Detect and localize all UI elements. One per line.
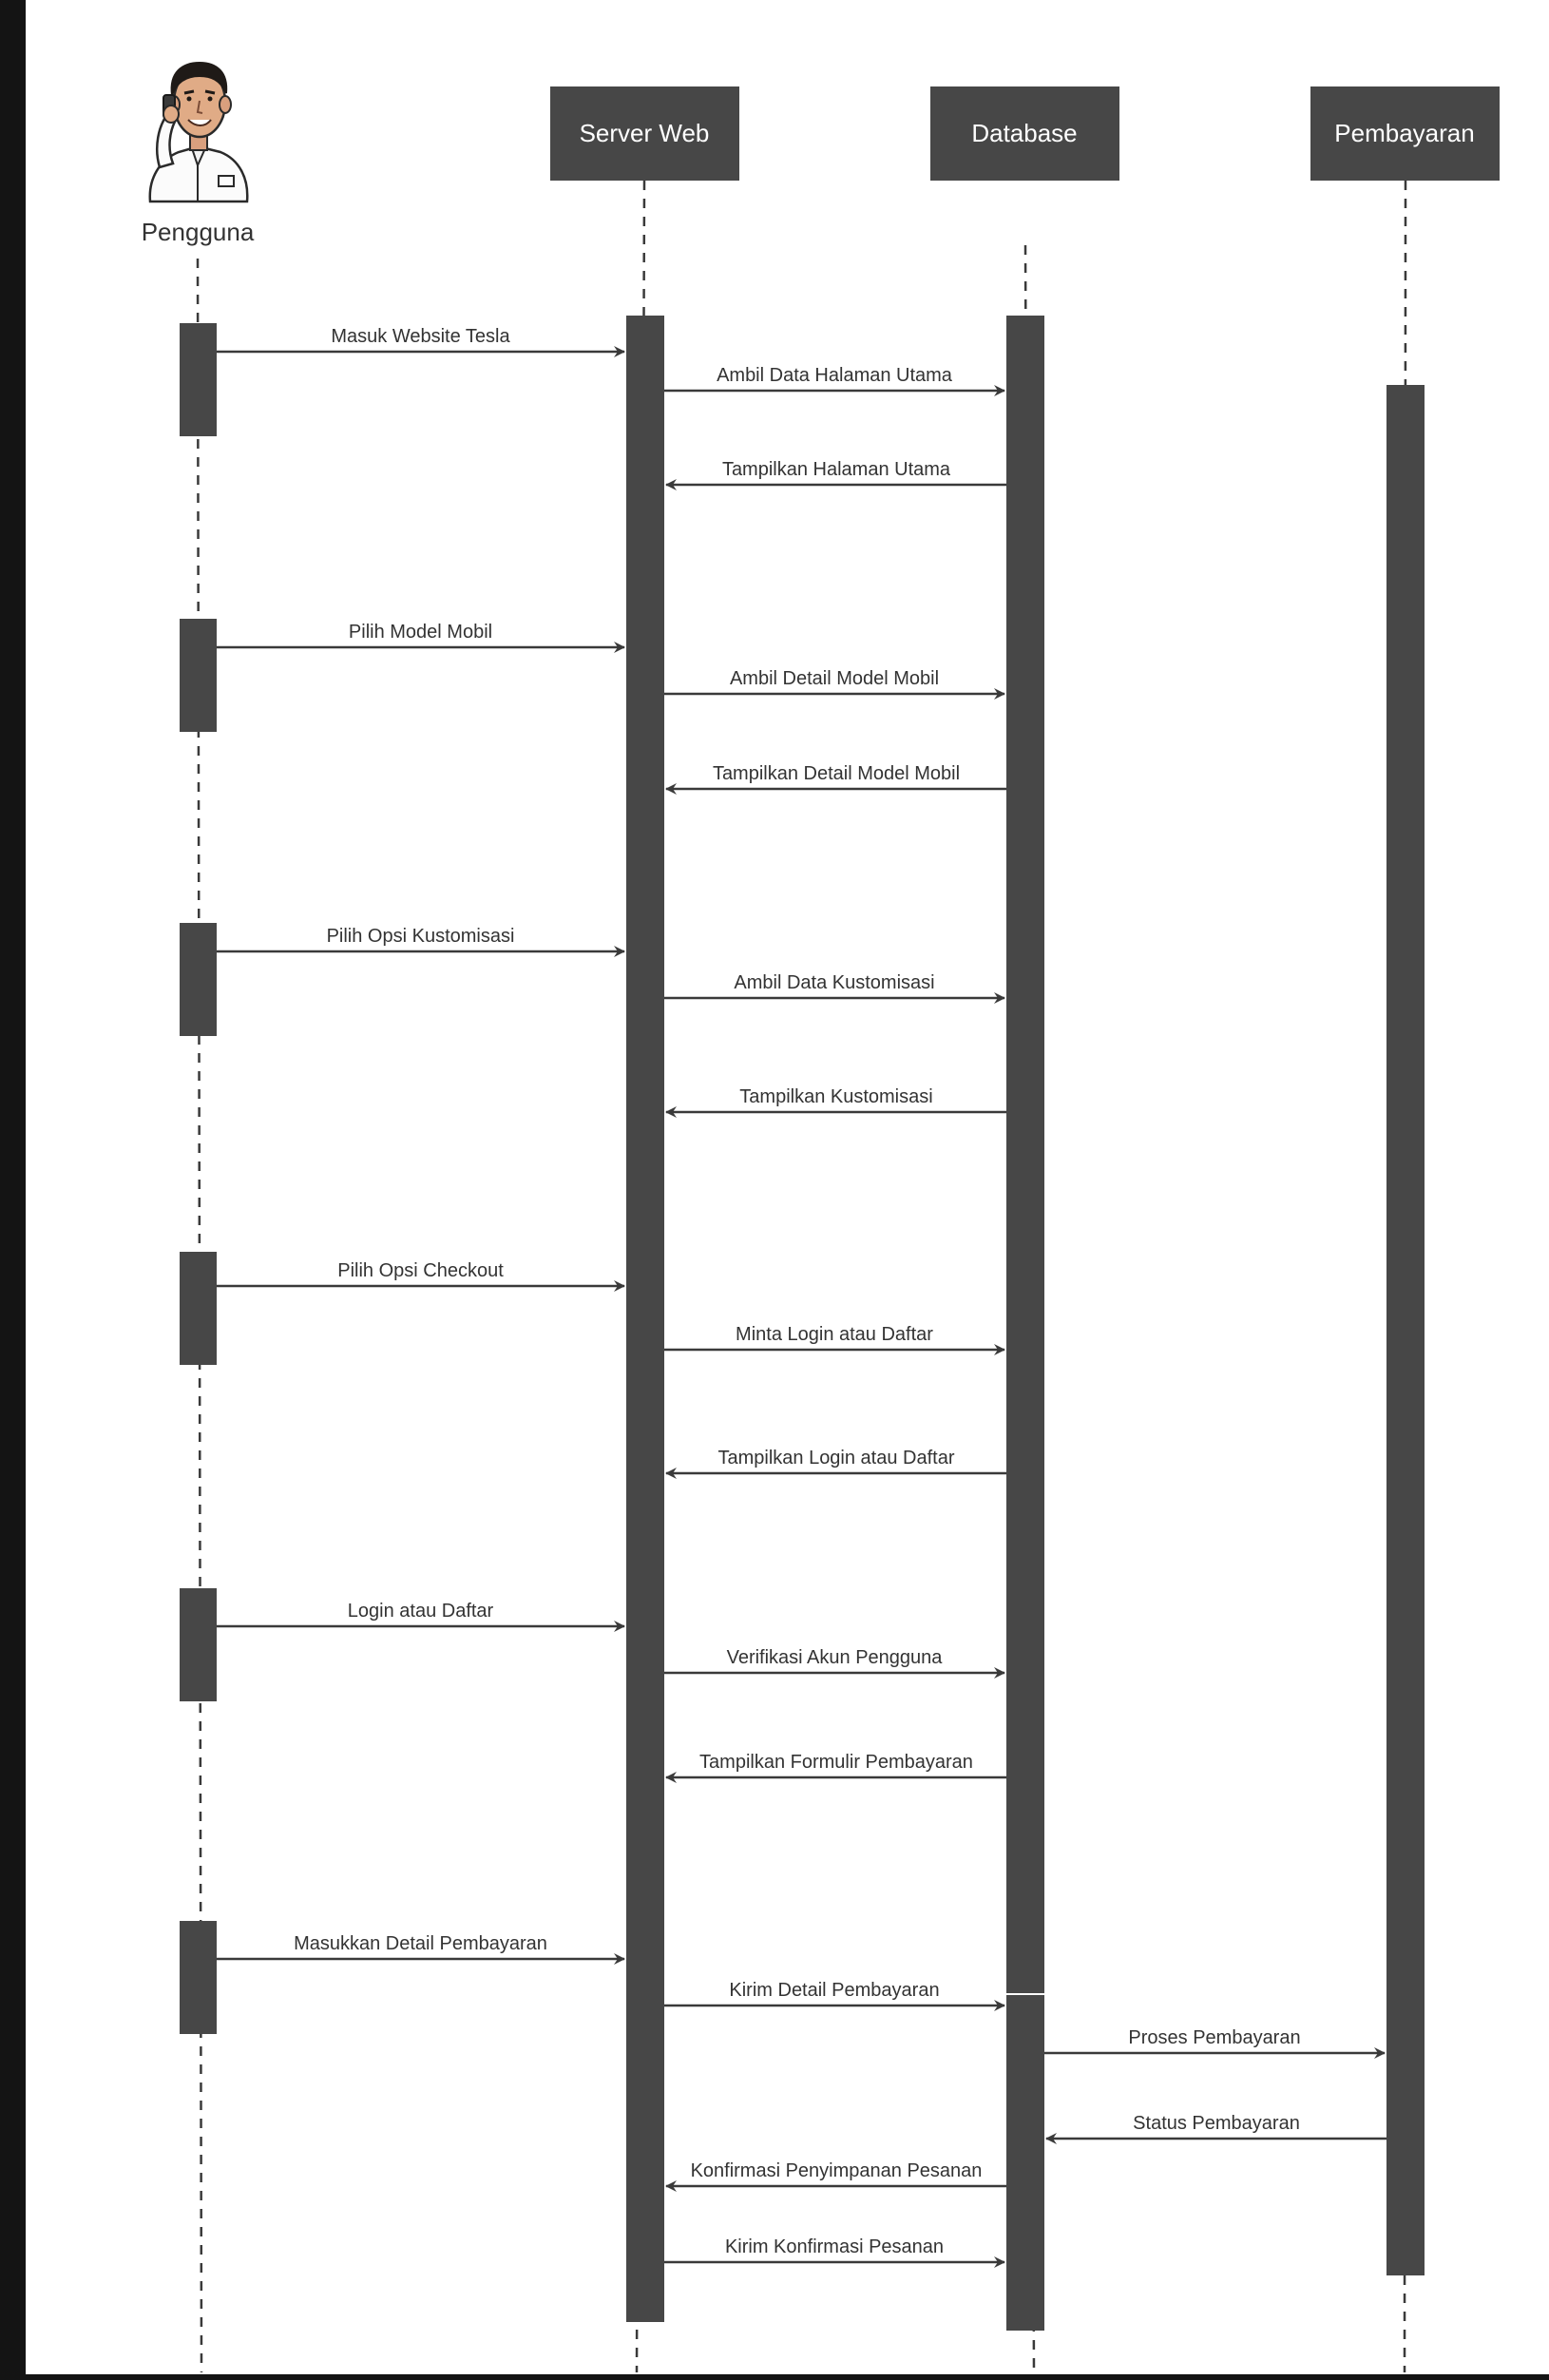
lifeline-pengguna bbox=[196, 258, 203, 2373]
message-label: Konfirmasi Penyimpanan Pesanan bbox=[691, 2160, 983, 2181]
activation-pembayaran bbox=[1386, 385, 1425, 2275]
message-12: Tampilkan Login atau Daftar bbox=[665, 1448, 1006, 1479]
participant-label: Pembayaran bbox=[1334, 119, 1474, 147]
message-15: Tampilkan Formulir Pembayaran bbox=[665, 1752, 1006, 1783]
participant-server-web: Server Web bbox=[550, 86, 739, 181]
message-5: Ambil Detail Model Mobil bbox=[664, 668, 1005, 700]
message-4: Pilih Model Mobil bbox=[217, 622, 625, 653]
message-8: Ambil Data Kustomisasi bbox=[664, 972, 1005, 1004]
message-21: Kirim Konfirmasi Pesanan bbox=[664, 2236, 1005, 2268]
person-on-phone-icon bbox=[148, 61, 249, 203]
activation-database-2 bbox=[1006, 1995, 1044, 2331]
message-11: Minta Login atau Daftar bbox=[664, 1324, 1005, 1355]
participant-pengguna: Pengguna bbox=[142, 61, 255, 246]
message-16: Masukkan Detail Pembayaran bbox=[217, 1933, 625, 1965]
message-20: Konfirmasi Penyimpanan Pesanan bbox=[665, 2160, 1006, 2192]
message-label: Kirim Konfirmasi Pesanan bbox=[725, 2236, 944, 2257]
activation-pengguna-2 bbox=[180, 619, 217, 732]
message-label: Pilih Model Mobil bbox=[349, 622, 492, 643]
message-label: Tampilkan Login atau Daftar bbox=[717, 1448, 954, 1468]
participant-database: Database bbox=[930, 86, 1119, 181]
participant-label: Database bbox=[971, 119, 1077, 147]
participant-box bbox=[1310, 86, 1500, 181]
window-bottom-edge bbox=[0, 2374, 1549, 2380]
message-label: Tampilkan Kustomisasi bbox=[739, 1086, 932, 1107]
message-label: Masuk Website Tesla bbox=[331, 326, 510, 347]
participant-label: Pengguna bbox=[142, 218, 255, 246]
message-label: Kirim Detail Pembayaran bbox=[729, 1980, 939, 2001]
message-label: Masukkan Detail Pembayaran bbox=[294, 1933, 547, 1954]
activation-database bbox=[1006, 316, 1044, 1993]
message-label: Login atau Daftar bbox=[348, 1601, 494, 1622]
message-label: Minta Login atau Daftar bbox=[736, 1324, 933, 1345]
participant-box bbox=[550, 86, 739, 181]
message-19: Status Pembayaran bbox=[1045, 2113, 1386, 2144]
message-label: Proses Pembayaran bbox=[1128, 2027, 1300, 2048]
message-18: Proses Pembayaran bbox=[1044, 2027, 1386, 2059]
message-label: Status Pembayaran bbox=[1133, 2113, 1300, 2134]
message-17: Kirim Detail Pembayaran bbox=[664, 1980, 1005, 2011]
activation-pengguna-3 bbox=[180, 923, 217, 1036]
message-13: Login atau Daftar bbox=[217, 1601, 625, 1632]
message-1: Masuk Website Tesla bbox=[217, 326, 625, 357]
message-label: Pilih Opsi Checkout bbox=[337, 1260, 504, 1281]
message-label: Ambil Data Kustomisasi bbox=[734, 972, 934, 993]
message-14: Verifikasi Akun Pengguna bbox=[664, 1647, 1005, 1679]
message-label: Ambil Detail Model Mobil bbox=[730, 668, 939, 689]
activation-server-web bbox=[626, 316, 664, 2322]
participant-label: Server Web bbox=[580, 119, 710, 147]
message-label: Tampilkan Detail Model Mobil bbox=[713, 763, 960, 784]
message-label: Tampilkan Halaman Utama bbox=[722, 459, 951, 480]
message-9: Tampilkan Kustomisasi bbox=[665, 1086, 1006, 1118]
message-label: Tampilkan Formulir Pembayaran bbox=[699, 1752, 973, 1773]
message-2: Ambil Data Halaman Utama bbox=[664, 365, 1005, 396]
activation-pengguna-6 bbox=[180, 1921, 217, 2034]
message-label: Ambil Data Halaman Utama bbox=[717, 365, 953, 386]
message-10: Pilih Opsi Checkout bbox=[217, 1260, 625, 1292]
message-6: Tampilkan Detail Model Mobil bbox=[665, 763, 1006, 795]
activations bbox=[180, 316, 1425, 2331]
message-3: Tampilkan Halaman Utama bbox=[665, 459, 1006, 490]
message-label: Pilih Opsi Kustomisasi bbox=[327, 926, 515, 947]
activation-pengguna-1 bbox=[180, 323, 217, 436]
message-7: Pilih Opsi Kustomisasi bbox=[217, 926, 625, 957]
activation-pengguna-5 bbox=[180, 1588, 217, 1701]
message-label: Verifikasi Akun Pengguna bbox=[727, 1647, 944, 1668]
activation-pengguna-4 bbox=[180, 1252, 217, 1365]
participant-pembayaran: Pembayaran bbox=[1310, 86, 1500, 181]
window-left-edge bbox=[0, 0, 26, 2380]
participant-box bbox=[930, 86, 1119, 181]
